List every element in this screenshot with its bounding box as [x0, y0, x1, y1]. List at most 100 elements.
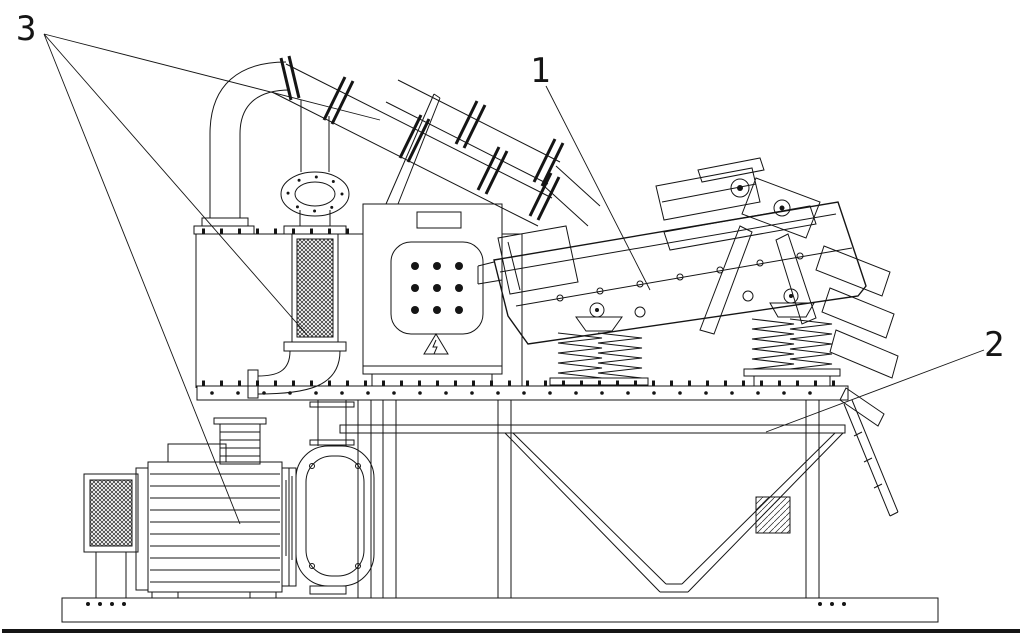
spring-isolator-right — [743, 288, 841, 386]
motor-terminal-box — [167, 443, 227, 463]
feed-connector-pipe — [543, 165, 601, 227]
coil-spring-right-b — [789, 318, 833, 370]
sub-beam — [339, 424, 846, 434]
spring-eye-pin-left — [595, 308, 599, 312]
panel-dot — [411, 262, 419, 270]
discharge-plate-1 — [815, 245, 891, 297]
branch-pipe — [300, 100, 330, 172]
screen-feed-box — [497, 225, 579, 295]
inlet-round-flange — [280, 100, 350, 217]
lightning-bolt-icon — [432, 339, 438, 355]
support-mast — [385, 93, 441, 205]
panel-dot — [433, 262, 441, 270]
spring-eye-pin-right — [789, 294, 793, 298]
discharge-plate-3 — [829, 329, 899, 379]
panel-cabinet — [362, 203, 503, 375]
coil-spring-left-b — [597, 332, 643, 379]
skid-rail — [61, 597, 939, 623]
callout-3-label: 3 — [16, 9, 36, 49]
callout-1-leader — [545, 85, 651, 291]
inlet-manifold — [201, 55, 601, 227]
motor2-end-face — [773, 199, 791, 217]
callout-2-leader — [765, 349, 985, 433]
pump-motor-assembly — [83, 400, 375, 599]
screen-struts — [699, 225, 817, 335]
chute-bracket — [839, 387, 885, 427]
pump-casing-bolts — [309, 463, 362, 569]
hopper-v-walls — [504, 432, 844, 593]
motor2-shaft-dot — [779, 205, 785, 211]
pump-inlet-flange-top — [309, 401, 355, 408]
panel-dot — [455, 306, 463, 314]
panel-dot — [411, 306, 419, 314]
pump-volute — [295, 445, 375, 587]
riser-elbow — [209, 61, 291, 218]
suction-hose — [247, 210, 347, 399]
motor1-shaft-dot — [737, 185, 743, 191]
panel-door-plate — [390, 241, 484, 335]
frame-posts — [357, 400, 820, 598]
spring-bracket-left — [575, 316, 623, 332]
drain-valve-ribs — [220, 431, 260, 457]
motor-cooling-fins — [150, 473, 280, 583]
upper-pipe-flange-2 — [532, 138, 565, 187]
support-frame — [196, 380, 849, 598]
motor-foot-right — [249, 591, 277, 599]
vibrator-bracket — [663, 205, 817, 251]
hose-elbow — [257, 350, 341, 395]
tank-outline — [195, 233, 523, 388]
vibrating-screen — [477, 157, 867, 345]
motor-fan-cover — [83, 473, 139, 553]
mast-pole — [385, 93, 441, 205]
spring-base-left — [549, 377, 649, 386]
warning-triangle-icon — [423, 333, 449, 355]
pump-volute-inner — [305, 455, 365, 577]
panel-dot — [433, 284, 441, 292]
manifold-start-flange — [279, 55, 301, 101]
manifold-flange-3 — [476, 146, 509, 195]
pump-inlet-pipe — [317, 400, 347, 446]
panel-dot — [433, 306, 441, 314]
motor-body — [147, 461, 283, 593]
callout-3-leaders — [43, 33, 381, 525]
flange-inner-ring — [294, 181, 336, 207]
panel-feet — [371, 374, 493, 386]
callout-2-label: 2 — [984, 325, 1004, 365]
drain-flange — [213, 417, 267, 425]
coil-spring-right-a — [751, 318, 795, 370]
spring-isolator-left — [549, 302, 649, 386]
motor1-end-face — [730, 178, 750, 198]
flange-outer-ring — [280, 171, 350, 217]
feed-spout — [477, 261, 503, 285]
hose-upper-stub — [299, 210, 331, 226]
elbow-flange — [247, 369, 259, 399]
screen-basket — [493, 201, 867, 345]
chute-slide — [843, 399, 899, 517]
discharge-plate-2 — [821, 287, 895, 339]
fan-cover-legs — [95, 552, 127, 598]
callouts: 3 1 2 — [16, 9, 1004, 525]
hopper — [504, 432, 844, 593]
coil-spring-left-a — [557, 332, 603, 379]
motor-foot-left — [151, 591, 179, 599]
spring-base-posts — [753, 376, 831, 386]
discharge-chute — [815, 245, 899, 517]
vibrator-motor-2 — [741, 177, 821, 239]
flange-bolt-circle — [286, 175, 344, 213]
slurry-tank — [193, 225, 523, 388]
control-panel — [362, 203, 503, 386]
panel-nameplate — [416, 211, 462, 229]
frame-gusset — [755, 496, 791, 534]
manifold-flange-4 — [528, 172, 561, 221]
pump-coupling-flange — [285, 476, 293, 560]
spring-base-right — [743, 368, 841, 377]
hose-bottom-flange — [283, 341, 347, 352]
callout-1-label: 1 — [530, 51, 550, 91]
motor-fan-grille — [89, 479, 133, 547]
screen-deck-lines — [499, 213, 853, 307]
panel-dot — [455, 284, 463, 292]
pump-inlet-flange-bottom — [309, 439, 355, 446]
vibrator-top-plate — [697, 157, 765, 183]
